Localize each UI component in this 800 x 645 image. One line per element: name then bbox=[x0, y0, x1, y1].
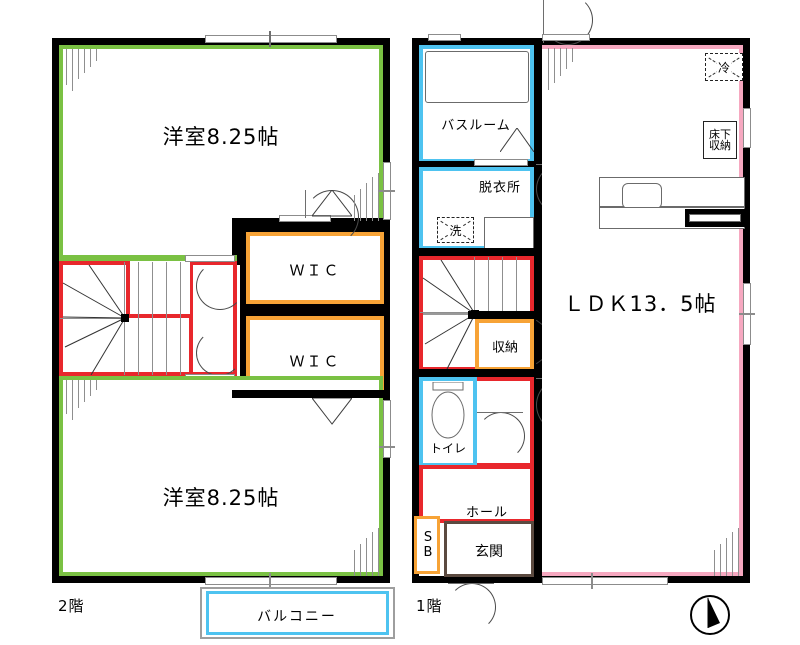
room-hall bbox=[419, 465, 534, 523]
vent-triangle-lower bbox=[312, 398, 352, 425]
window-ldk-south-mullion bbox=[591, 573, 593, 589]
wall-dressing-stairs bbox=[412, 248, 542, 256]
refrigerator-slot: 冷 bbox=[705, 53, 743, 81]
wall-stairs-toilet bbox=[412, 369, 542, 377]
hatch-marks-ldk-se bbox=[712, 528, 748, 576]
door-leaf-wic-upper bbox=[305, 190, 306, 218]
label-shoe-box: S B bbox=[421, 530, 435, 560]
door-arc-toilet bbox=[477, 412, 525, 460]
bathtub bbox=[425, 51, 529, 103]
label-toilet: トイレ bbox=[429, 441, 467, 456]
label-storage: 収納 bbox=[491, 340, 519, 356]
floor-plan-2f: 洋室8.25帖 ＷＩＣ ＷＩＣ bbox=[52, 31, 395, 639]
door-leaf-toilet bbox=[477, 412, 523, 413]
door-leaf-entrance bbox=[448, 583, 494, 584]
window-stairs-top bbox=[185, 255, 235, 262]
room-entrance bbox=[444, 521, 534, 577]
label-bedroom-north: 洋室8.25帖 bbox=[162, 125, 280, 149]
toilet-fixture bbox=[431, 382, 465, 439]
hatch-marks-se bbox=[352, 528, 388, 576]
window-ldk-top-door bbox=[542, 34, 590, 41]
hatch-marks-sw bbox=[64, 380, 104, 426]
label-shoe-box-line1: S bbox=[423, 530, 433, 545]
window-bedroom-north-top-mullion bbox=[269, 31, 271, 47]
door-arc-entrance bbox=[448, 583, 496, 631]
north-arrow bbox=[690, 595, 730, 635]
bedroom-south-top-wall bbox=[232, 390, 390, 398]
label-dressing: 脱衣所 bbox=[478, 180, 522, 196]
window-ldk-south bbox=[542, 577, 668, 585]
label-entrance: 玄関 bbox=[475, 544, 503, 560]
window-bathroom-top bbox=[428, 34, 461, 41]
room-balcony-inner bbox=[206, 591, 389, 635]
label-underfloor-line2: 収納 bbox=[709, 139, 731, 152]
window-balcony-door bbox=[205, 577, 337, 585]
label-hall: ホール bbox=[465, 505, 509, 521]
window-bath-dressing-door bbox=[474, 159, 528, 166]
window-balcony-door-mullion bbox=[269, 573, 271, 589]
window-bedroom-north-top bbox=[205, 35, 337, 43]
window-bedroom-east-lower-mullion bbox=[379, 446, 395, 448]
label-refrigerator: 冷 bbox=[716, 58, 731, 76]
label-ldk: ＬＤＫ13．5帖 bbox=[563, 292, 717, 316]
wall-stairs-storage bbox=[468, 311, 542, 319]
bedroom-north-wic-divider bbox=[232, 218, 240, 265]
label-shoe-box-line2: B bbox=[423, 545, 433, 560]
label-wic-upper: ＷＩＣ bbox=[289, 261, 341, 280]
bedroom-north-green-edge bbox=[59, 255, 237, 261]
door-arc-stairs-top bbox=[196, 262, 244, 310]
window-bedroom-east-upper-mullion bbox=[379, 190, 395, 192]
hatch-marks-nw bbox=[64, 49, 104, 97]
hatch-marks-wic-upper bbox=[352, 173, 388, 221]
door-leaf-ldk-top bbox=[543, 0, 544, 43]
label-bedroom-south: 洋室8.25帖 bbox=[162, 486, 280, 510]
kitchen-stove bbox=[689, 214, 741, 222]
door-fold-bathroom bbox=[500, 128, 534, 152]
stairs-1f-treads bbox=[420, 257, 533, 313]
label-wic-lower: ＷＩＣ bbox=[289, 352, 341, 371]
kitchen-sink bbox=[622, 183, 662, 209]
room-shoe-box bbox=[414, 516, 440, 574]
window-bedroom-east-lower bbox=[383, 400, 391, 458]
stairs-2f-landing-outline bbox=[126, 261, 194, 318]
floor-tag-1f: 1階 bbox=[416, 597, 443, 615]
room-bedroom-south bbox=[59, 376, 383, 576]
washer-slot: 洗 bbox=[437, 217, 474, 243]
floor-tag-2f: 2階 bbox=[58, 597, 85, 615]
door-arc-ldk-top bbox=[543, 0, 593, 45]
stairs-2f-winder-lines bbox=[62, 264, 129, 376]
hatch-marks-ldk-nw bbox=[546, 48, 582, 90]
vent-triangle-upper bbox=[312, 190, 352, 217]
kitchen-counter bbox=[599, 177, 745, 207]
window-ldk-east-upper bbox=[743, 108, 751, 148]
label-underfloor-line1: 床下 bbox=[709, 128, 731, 141]
room-wic-upper-inner bbox=[246, 232, 384, 304]
underfloor-storage-box: 床下 収納 bbox=[703, 121, 737, 159]
label-balcony: バルコニー bbox=[257, 609, 337, 625]
label-washer: 洗 bbox=[448, 221, 463, 239]
window-ldk-east-mid-mullion bbox=[739, 313, 755, 315]
floor-plan-1f: バスルーム 脱衣所 洗 収納 bbox=[400, 0, 800, 645]
label-bathroom: バスルーム bbox=[441, 118, 511, 134]
door-arc-stairs-bottom bbox=[196, 330, 242, 376]
spine-wall-1f bbox=[534, 38, 542, 583]
vanity-counter bbox=[484, 217, 534, 250]
